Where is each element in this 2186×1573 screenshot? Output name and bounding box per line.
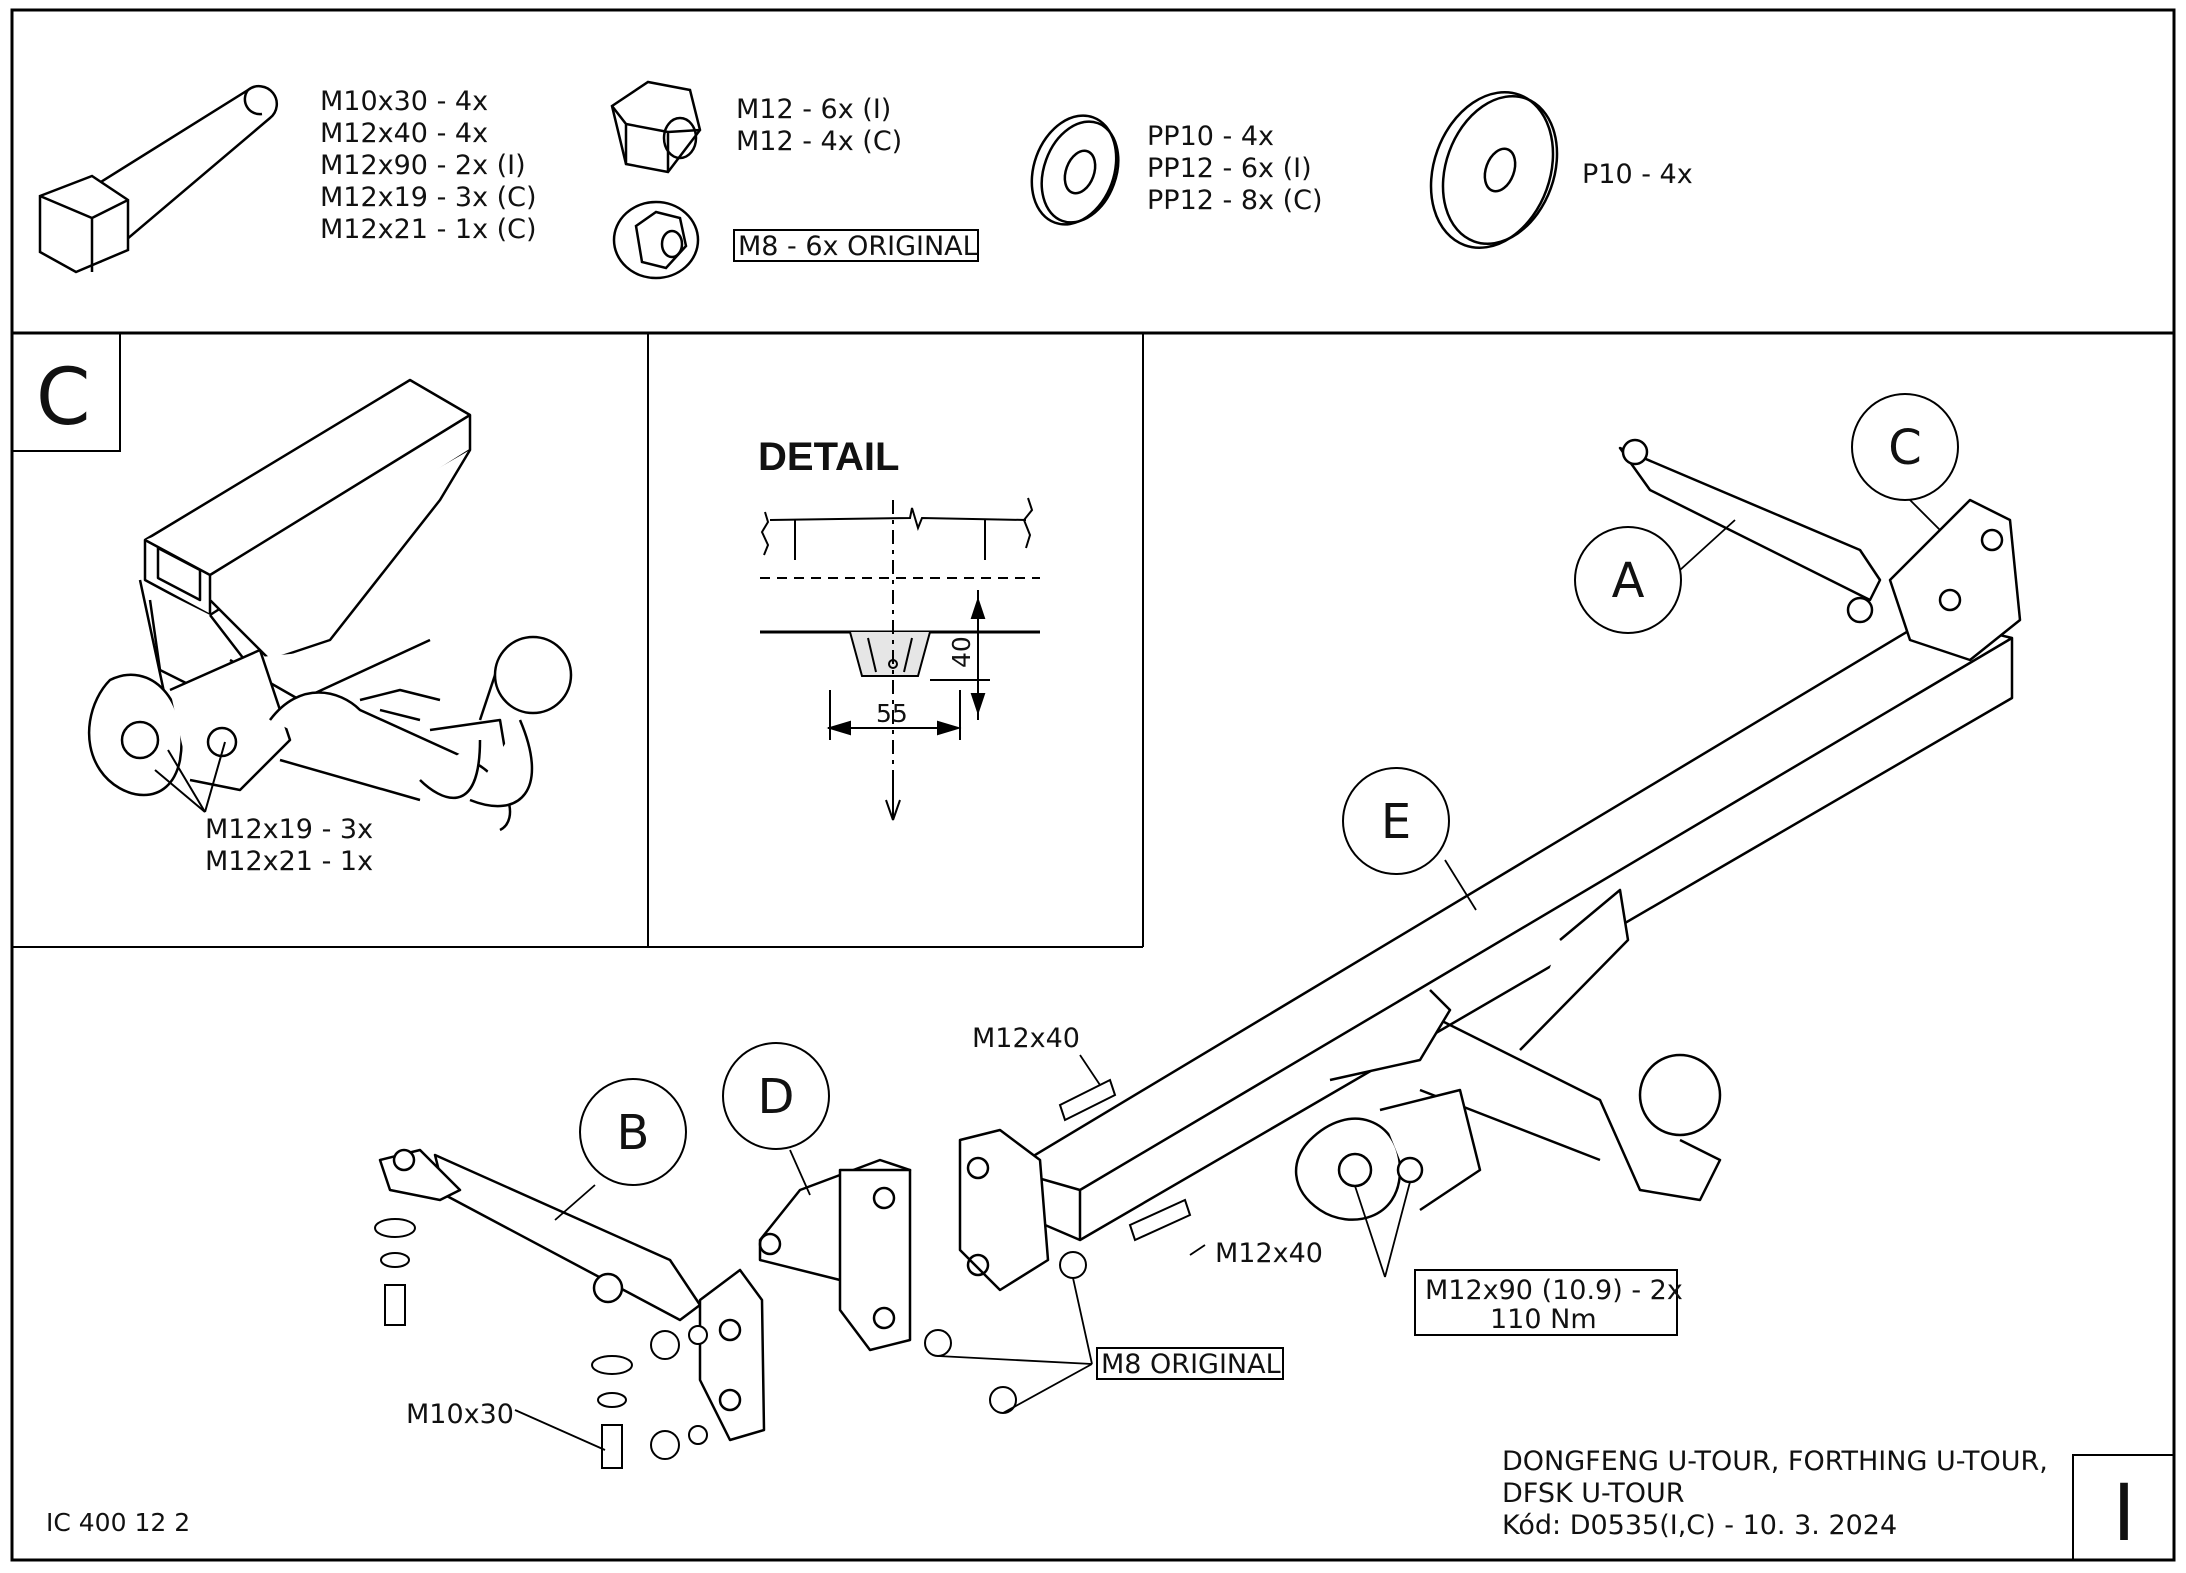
- leader-lines: [514, 494, 1941, 1451]
- m8-original-label: M8 ORIGINAL: [1101, 1349, 1281, 1380]
- m8-original-label-box: [1096, 1347, 1284, 1380]
- bubble-e-label: E: [1381, 794, 1411, 850]
- bolt-spec-line: M12x19 - 3x (C): [320, 182, 537, 213]
- view-c-callout-line: M12x19 - 3x: [205, 814, 373, 845]
- large-washer-icon: [1429, 91, 1559, 249]
- bolt-spec-line: M10x30 - 4x: [320, 86, 488, 117]
- bolt-spec-line: M12x21 - 1x (C): [320, 214, 537, 245]
- side-bracket-a: [1618, 438, 2022, 662]
- m12x40-mid-label: M12x40: [1215, 1238, 1323, 1269]
- view-c-callout-leader: [204, 741, 226, 813]
- view-c-callout-leader: [167, 749, 206, 813]
- crossbar-e: [1008, 616, 2014, 1242]
- washer-icon: [1030, 114, 1120, 226]
- bubble-c-label: C: [1888, 420, 1922, 476]
- bubble-c: [1851, 393, 1959, 501]
- m12x90-label-box: [1414, 1269, 1678, 1336]
- fastener-stack: [374, 1078, 1192, 1469]
- bubble-a-label: A: [1612, 553, 1645, 609]
- flange-nut-label: M8 - 6x ORIGINAL: [738, 231, 978, 262]
- detail-title: DETAIL: [758, 435, 899, 479]
- vehicle-line-1: DONGFENG U-TOUR, FORTHING U-TOUR,: [1502, 1446, 2048, 1477]
- nut-spec-line: M12 - 6x (I): [736, 94, 891, 125]
- hardware-bolt-list: M10x30 - 4x M12x40 - 4x M12x90 - 2x (I) …: [320, 86, 537, 245]
- mounting-plate-d: [758, 1128, 1050, 1352]
- flange-nut-label-box: [733, 229, 979, 262]
- m12x40-top-label: M12x40: [972, 1023, 1080, 1054]
- bolt-spec-line: M12x90 - 2x (I): [320, 150, 526, 181]
- hex-nut-icon: [610, 80, 702, 174]
- m12x90-label-line1: M12x90 (10.9) - 2x: [1425, 1275, 1683, 1306]
- ball-hitch-assembly: [1294, 888, 1722, 1221]
- bubble-b-label: B: [617, 1105, 650, 1161]
- towbar-bracket-illustration: [87, 378, 573, 832]
- m10x30-label: M10x30: [406, 1399, 514, 1430]
- sheet-letter-box: [2072, 1454, 2175, 1561]
- detail-cross-section: [760, 497, 1040, 821]
- outer-frame: [10, 8, 2176, 1562]
- washer-spec-line: PP10 - 4x: [1147, 121, 1274, 152]
- bubble-a: [1574, 526, 1682, 634]
- bubble-d: [722, 1042, 830, 1150]
- bubble-d-label: D: [758, 1069, 795, 1125]
- bubble-b: [579, 1078, 687, 1186]
- view-c-callout-leader: [154, 769, 206, 813]
- hardware-washer-list: PP10 - 4x PP12 - 6x (I) PP12 - 8x (C): [1147, 121, 1323, 216]
- drawing-code: IC 400 12 2: [46, 1508, 190, 1537]
- washer-spec-line: PP12 - 8x (C): [1147, 185, 1323, 216]
- view-c-letter: C: [36, 353, 90, 443]
- nut-spec-line: M12 - 4x (C): [736, 126, 902, 157]
- bolt-icon: [38, 84, 279, 274]
- flange-nut-icon: [612, 200, 700, 280]
- washer-spec-line: PP12 - 6x (I): [1147, 153, 1312, 184]
- bolt-spec-line: M12x40 - 4x: [320, 118, 488, 149]
- m12x90-label-line2: 110 Nm: [1490, 1304, 1597, 1335]
- side-bracket-b: [378, 1148, 766, 1442]
- sheet-letter: I: [2112, 1469, 2135, 1559]
- bubble-e: [1342, 767, 1450, 875]
- large-washer-label: P10 - 4x: [1582, 159, 1693, 190]
- hardware-nut-list: M12 - 6x (I) M12 - 4x (C): [736, 94, 902, 157]
- view-c-callout-line: M12x21 - 1x: [205, 846, 373, 877]
- kod-date-line: Kód: D0535(I,C) - 10. 3. 2024: [1502, 1510, 1897, 1541]
- vehicle-line-2: DFSK U-TOUR: [1502, 1478, 1685, 1509]
- detail-width-dimension: 55: [876, 699, 908, 728]
- view-c-letter-box: [11, 332, 121, 452]
- detail-height-dimension: 40: [947, 636, 976, 668]
